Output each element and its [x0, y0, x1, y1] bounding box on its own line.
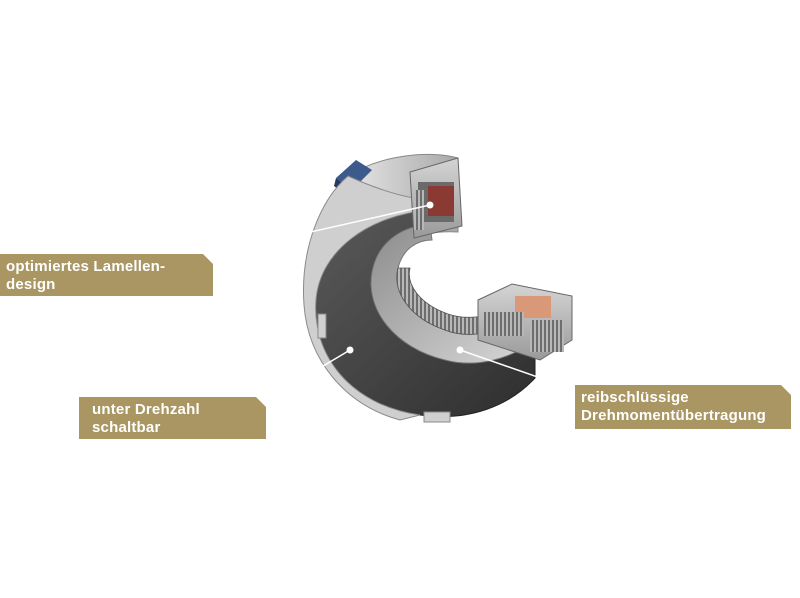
leader-line-drehzahl	[265, 349, 351, 401]
callout-lamellen-design: optimiertes Lamellen- design	[0, 254, 213, 296]
mounting-tab	[423, 411, 451, 423]
callout-reib-line1: reibschlüssige	[581, 389, 689, 406]
callout-drehzahl-line2: schaltbar	[92, 419, 161, 436]
leader-line-lamellen	[212, 204, 431, 255]
callout-lamellen-line2: design	[6, 276, 56, 293]
callout-drehzahl: unter Drehzahl schaltbar	[79, 397, 266, 439]
leader-dot-reib	[456, 346, 464, 354]
coil-section-top	[428, 186, 454, 216]
callout-lamellen-line1: optimiertes Lamellen-	[6, 258, 166, 275]
right-cutaway	[477, 283, 573, 361]
callout-reibschluessig: reibschlüssige Drehmomentübertragung	[575, 385, 791, 429]
leader-dot-drehzahl	[346, 346, 354, 354]
leader-dot-lamellen	[426, 201, 434, 209]
callout-reib-line2: Drehmomentübertragung	[581, 407, 767, 424]
callout-drehzahl-line1: unter Drehzahl	[92, 401, 200, 418]
leader-line-reib	[459, 349, 576, 391]
mounting-tab	[317, 313, 327, 339]
top-cutaway	[409, 157, 463, 239]
